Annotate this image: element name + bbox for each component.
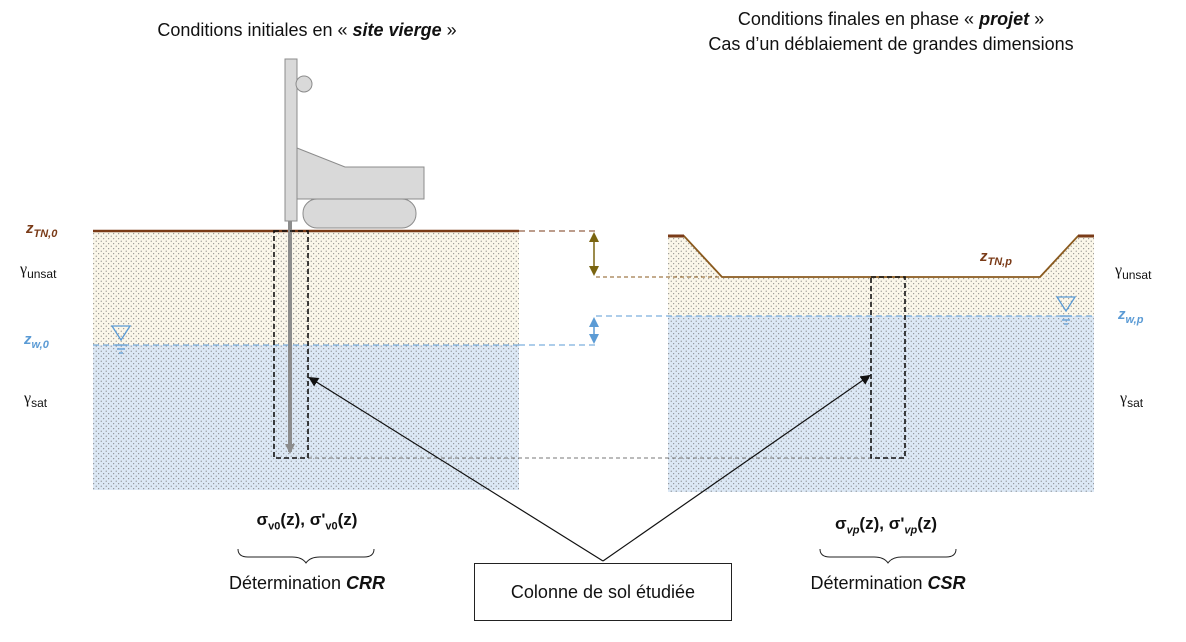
left-title: Conditions initiales en « site vierge » [157, 20, 457, 40]
right-gamma-unsat-label: γunsat [1115, 262, 1152, 283]
callout-arrow-left [308, 376, 604, 562]
left-soil-profile [93, 229, 519, 490]
right-soil-profile [596, 234, 1094, 492]
left-soil-column [273, 230, 309, 459]
soil-column-callout-box: Colonne de sol étudiée [474, 563, 732, 621]
left-determination-label: Détermination CRR [228, 573, 386, 593]
water-table-icon [110, 325, 132, 354]
left-gamma-unsat-label: γunsat [20, 261, 57, 282]
right-stress-label: σvp(z), σ'vp(z) [834, 514, 938, 537]
curly-brace-icon [819, 548, 957, 564]
water-table-icon [1055, 296, 1077, 325]
right-gamma-sat-label: γsat [1120, 390, 1144, 411]
curly-brace-icon [237, 548, 375, 564]
drilling-rig-icon [284, 58, 425, 454]
right-ground-level-label: zTN,p [980, 248, 1012, 268]
right-subtitle: Cas d’un déblaiement de grandes dimensio… [708, 34, 1074, 54]
left-ground-level-label: zTN,0 [26, 220, 58, 240]
left-water-level-label: zw,0 [24, 331, 49, 351]
left-soil-texture [93, 231, 519, 490]
right-soil-texture [668, 236, 1094, 492]
right-title: Conditions finales en phase « projet » [737, 9, 1045, 29]
right-water-level-label: zw,p [1118, 306, 1144, 326]
right-determination-label: Détermination CSR [810, 573, 966, 593]
callout-label: Colonne de sol étudiée [510, 581, 696, 602]
left-gamma-sat-label: γsat [24, 390, 48, 411]
left-stress-label: σv0(z), σ'v0(z) [256, 510, 358, 533]
right-ground-surface [668, 235, 1094, 278]
callout-arrow-right [602, 374, 871, 562]
right-soil-column [870, 276, 906, 459]
